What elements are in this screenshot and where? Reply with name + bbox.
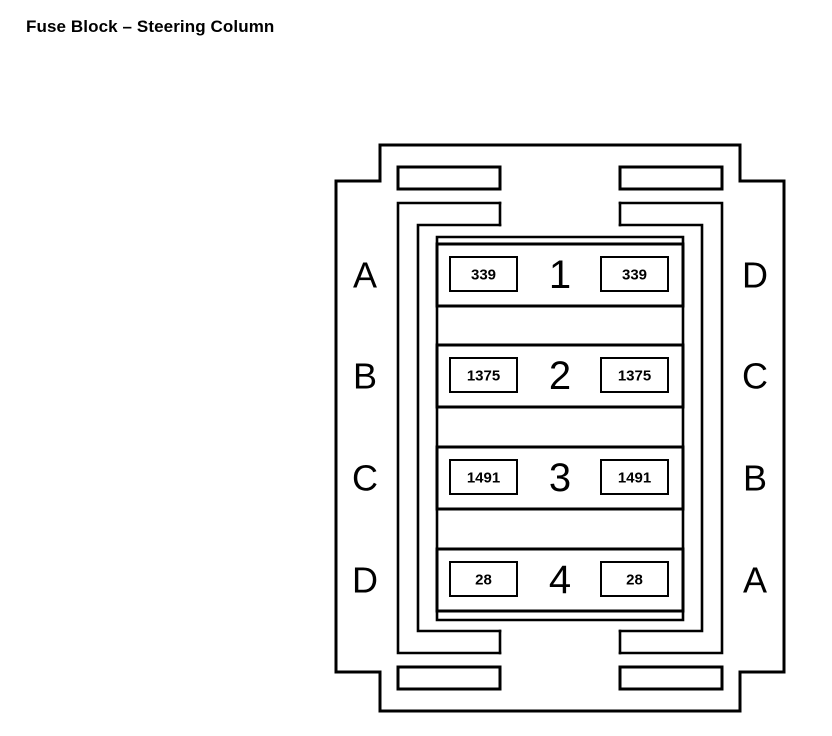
row-1-number: 1 <box>549 253 571 297</box>
left-label-row-4: D <box>352 560 378 601</box>
row-3-left-cavity-box[interactable] <box>449 459 518 495</box>
row-1-right-cavity-label: 339 <box>622 267 647 284</box>
row-3-left-cavity-label: 1491 <box>467 470 500 487</box>
inner-frame-outer <box>396 201 724 655</box>
inner-frame-core <box>435 235 685 622</box>
right-label-row-2: C <box>742 356 768 397</box>
row-2-right-cavity-label: 1375 <box>618 368 651 385</box>
row-3-right-cavity-label: 1491 <box>618 470 651 487</box>
slot-bottom-right <box>618 665 724 691</box>
fuse-row-1[interactable]: 339 1 339 <box>435 242 685 308</box>
row-2-left-cavity-label: 1375 <box>467 368 500 385</box>
left-label-row-3: C <box>352 458 378 499</box>
right-label-row-3: B <box>743 458 767 499</box>
row-1-left-cavity-box[interactable] <box>449 256 518 292</box>
outer-housing-outline <box>334 143 786 713</box>
row-2-right-cavity-box[interactable] <box>600 357 669 393</box>
right-label-row-4: A <box>743 560 767 601</box>
right-label-row-1: D <box>742 255 768 296</box>
left-label-row-1: A <box>353 255 377 296</box>
page-title: Fuse Block – Steering Column <box>26 17 275 36</box>
row-4-number: 4 <box>549 558 571 602</box>
left-label-row-2: B <box>353 356 377 397</box>
fuse-row-2[interactable]: 1375 2 1375 <box>435 343 685 409</box>
inner-frame-middle <box>416 223 704 633</box>
row-2-left-cavity-box[interactable] <box>449 357 518 393</box>
row-4-right-cavity-box[interactable] <box>600 561 669 597</box>
slot-top-left <box>396 165 502 191</box>
slot-bottom-left <box>396 665 502 691</box>
row-2-number: 2 <box>549 354 571 398</box>
row-3-right-cavity-box[interactable] <box>600 459 669 495</box>
fuse-row-4[interactable]: 28 4 28 <box>435 547 685 613</box>
slot-top-right <box>618 165 724 191</box>
row-4-right-cavity-label: 28 <box>626 572 643 589</box>
row-4-left-cavity-label: 28 <box>475 572 492 589</box>
row-3-number: 3 <box>549 456 571 500</box>
row-4-left-cavity-box[interactable] <box>449 561 518 597</box>
row-1-right-cavity-box[interactable] <box>600 256 669 292</box>
fuse-row-3[interactable]: 1491 3 1491 <box>435 445 685 511</box>
row-1-left-cavity-label: 339 <box>471 267 496 284</box>
